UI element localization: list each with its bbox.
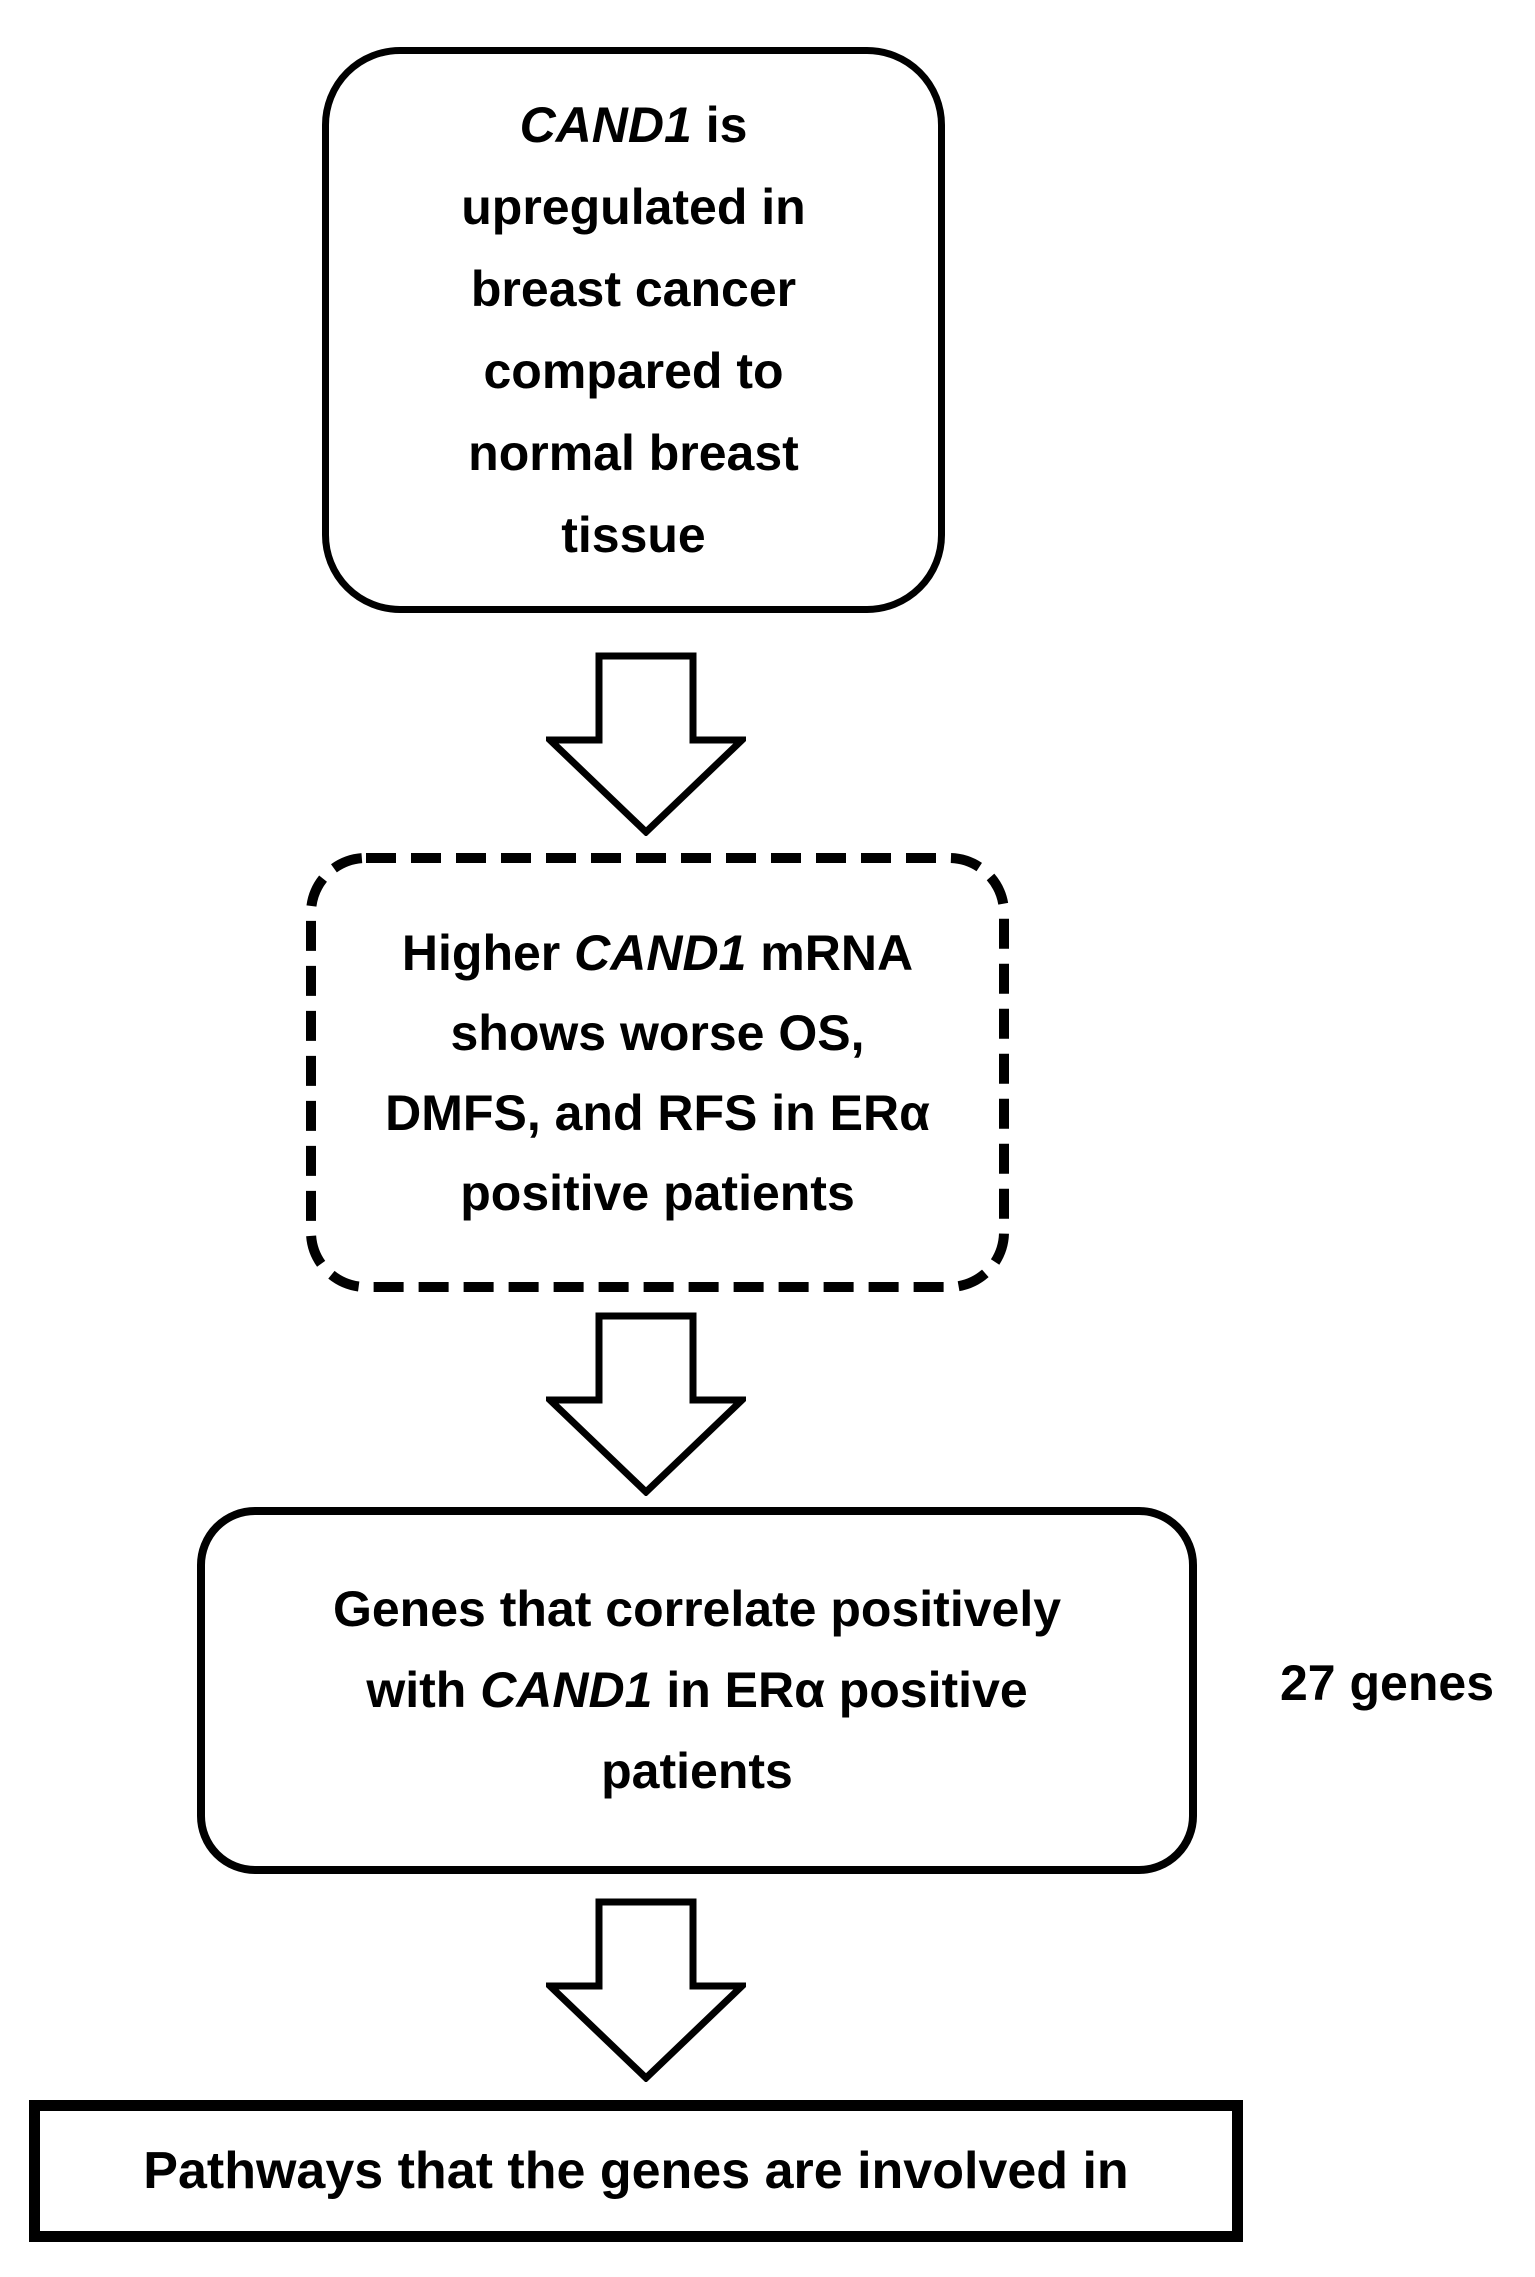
node-pathways: Pathways that the genes are involved in [29, 2100, 1243, 2242]
text-line: normal breast [468, 425, 799, 481]
node-correlated-genes: Genes that correlate positively with CAND… [197, 1507, 1197, 1874]
text-line: DMFS, and RFS in ERα [385, 1084, 930, 1141]
node-correlated-genes-text: Genes that correlate positively with CAND… [205, 1569, 1189, 1812]
text-line: upregulated in [461, 179, 806, 235]
down-arrow-icon [546, 1898, 746, 2082]
text-line: breast cancer [470, 261, 797, 317]
node-cand1-upregulated: CAND1 is upregulated in breast cancer compa… [322, 47, 945, 613]
text-line: tissue [561, 507, 706, 563]
dashed-border [306, 853, 1009, 1292]
text-line: Higher CAND1 mRNA [401, 924, 914, 981]
text-line: Pathways that the genes are involved in [143, 2142, 1129, 2200]
node-cand1-prognosis: Higher CAND1 mRNA shows worse OS, DMFS, an… [305, 852, 1010, 1293]
text-line: shows worse OS, [450, 1004, 865, 1061]
text-line: CAND1 is [519, 97, 748, 153]
text-line: with CAND1 in ERα positive [366, 1662, 1028, 1718]
gene-count-label: 27 genes [1280, 1655, 1495, 1711]
text-line: positive patients [460, 1164, 855, 1221]
node-cand1-upregulated-text: CAND1 is upregulated in breast cancer compa… [329, 84, 938, 576]
text-line: patients [601, 1743, 793, 1799]
text-line: compared to [483, 343, 784, 399]
down-arrow-icon [546, 1312, 746, 1496]
node-pathways-text: Pathways that the genes are involved in [40, 2143, 1232, 2199]
text-line: Genes that correlate positively [332, 1581, 1062, 1637]
down-arrow-icon [546, 652, 746, 836]
node-cand1-prognosis-text: Higher CAND1 mRNA shows worse OS, DMFS, an… [305, 913, 1010, 1233]
